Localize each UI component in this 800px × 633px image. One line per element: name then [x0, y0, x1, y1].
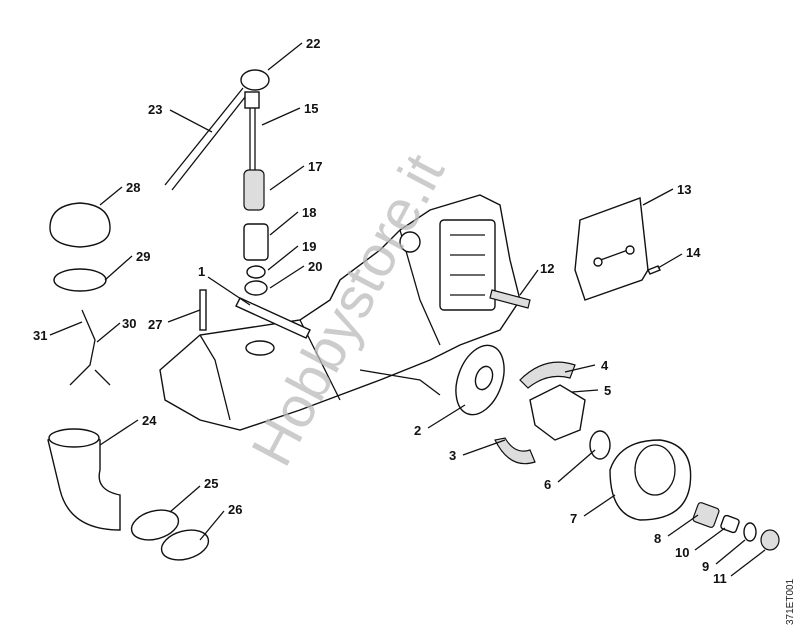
callout-1: 1: [198, 264, 205, 279]
callout-14: 14: [686, 245, 701, 260]
callout-6: 6: [544, 477, 551, 492]
clutch-carrier: [529, 384, 586, 441]
callout-2: 2: [414, 423, 421, 438]
elbow-fitting: [47, 431, 121, 531]
callout-29: 29: [136, 249, 150, 264]
callout-12: 12: [540, 261, 554, 276]
callout-8: 8: [654, 531, 661, 546]
gasket-26: [160, 529, 210, 561]
callout-5: 5: [604, 383, 611, 398]
callout-26: 26: [228, 502, 242, 517]
callout-11: 11: [713, 571, 727, 586]
leader-lines: [49, 42, 766, 577]
tube: [235, 297, 311, 339]
callout-31: 31: [33, 328, 47, 343]
callout-7: 7: [570, 511, 577, 526]
callout-23: 23: [148, 102, 162, 117]
callout-3: 3: [449, 448, 456, 463]
clutch-shoe-upper: [519, 361, 576, 389]
sleeve: [243, 223, 269, 261]
pin: [199, 289, 207, 331]
needle-cage: [692, 502, 720, 528]
callout-20: 20: [308, 259, 322, 274]
drawing-code: 371ET001: [785, 578, 796, 625]
callout-24: 24: [142, 413, 157, 428]
callout-17: 17: [308, 159, 322, 174]
clutch-shoe-lower: [494, 437, 536, 465]
callout-15: 15: [304, 101, 318, 116]
washer: [589, 430, 611, 460]
callout-27: 27: [148, 317, 162, 332]
callout-18: 18: [302, 205, 316, 220]
callout-28: 28: [126, 180, 140, 195]
callout-4: 4: [601, 358, 609, 373]
gasket-25: [130, 509, 180, 541]
filter: [243, 169, 265, 211]
callout-10: 10: [675, 545, 689, 560]
callout-13: 13: [677, 182, 691, 197]
callout-9: 9: [702, 559, 709, 574]
nut: [760, 529, 780, 551]
callout-30: 30: [122, 316, 136, 331]
callout-22: 22: [306, 36, 320, 51]
crankcase: [159, 194, 521, 431]
callout-25: 25: [204, 476, 218, 491]
seal-ring: [53, 268, 107, 292]
hose: [164, 87, 250, 191]
clutch-drum: [609, 439, 692, 521]
filler-cap: [49, 202, 111, 248]
retainer-strap: [69, 309, 111, 386]
chain-guide-plate: [574, 197, 649, 301]
callout-19: 19: [302, 239, 316, 254]
bar-stud: [489, 289, 531, 309]
